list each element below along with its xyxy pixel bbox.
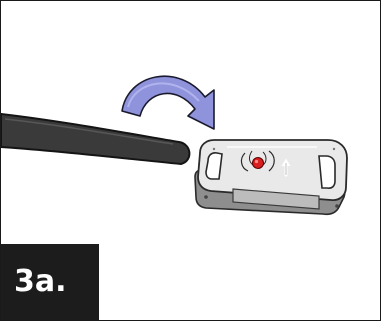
up-arrow-icon — [281, 158, 291, 177]
red-indicator-dot — [252, 157, 264, 169]
signal-lines — [240, 150, 275, 172]
step-label: 3a. — [1, 244, 99, 320]
strap-end — [1, 113, 191, 165]
device-clip — [194, 139, 348, 216]
curved-arrow — [121, 75, 215, 130]
